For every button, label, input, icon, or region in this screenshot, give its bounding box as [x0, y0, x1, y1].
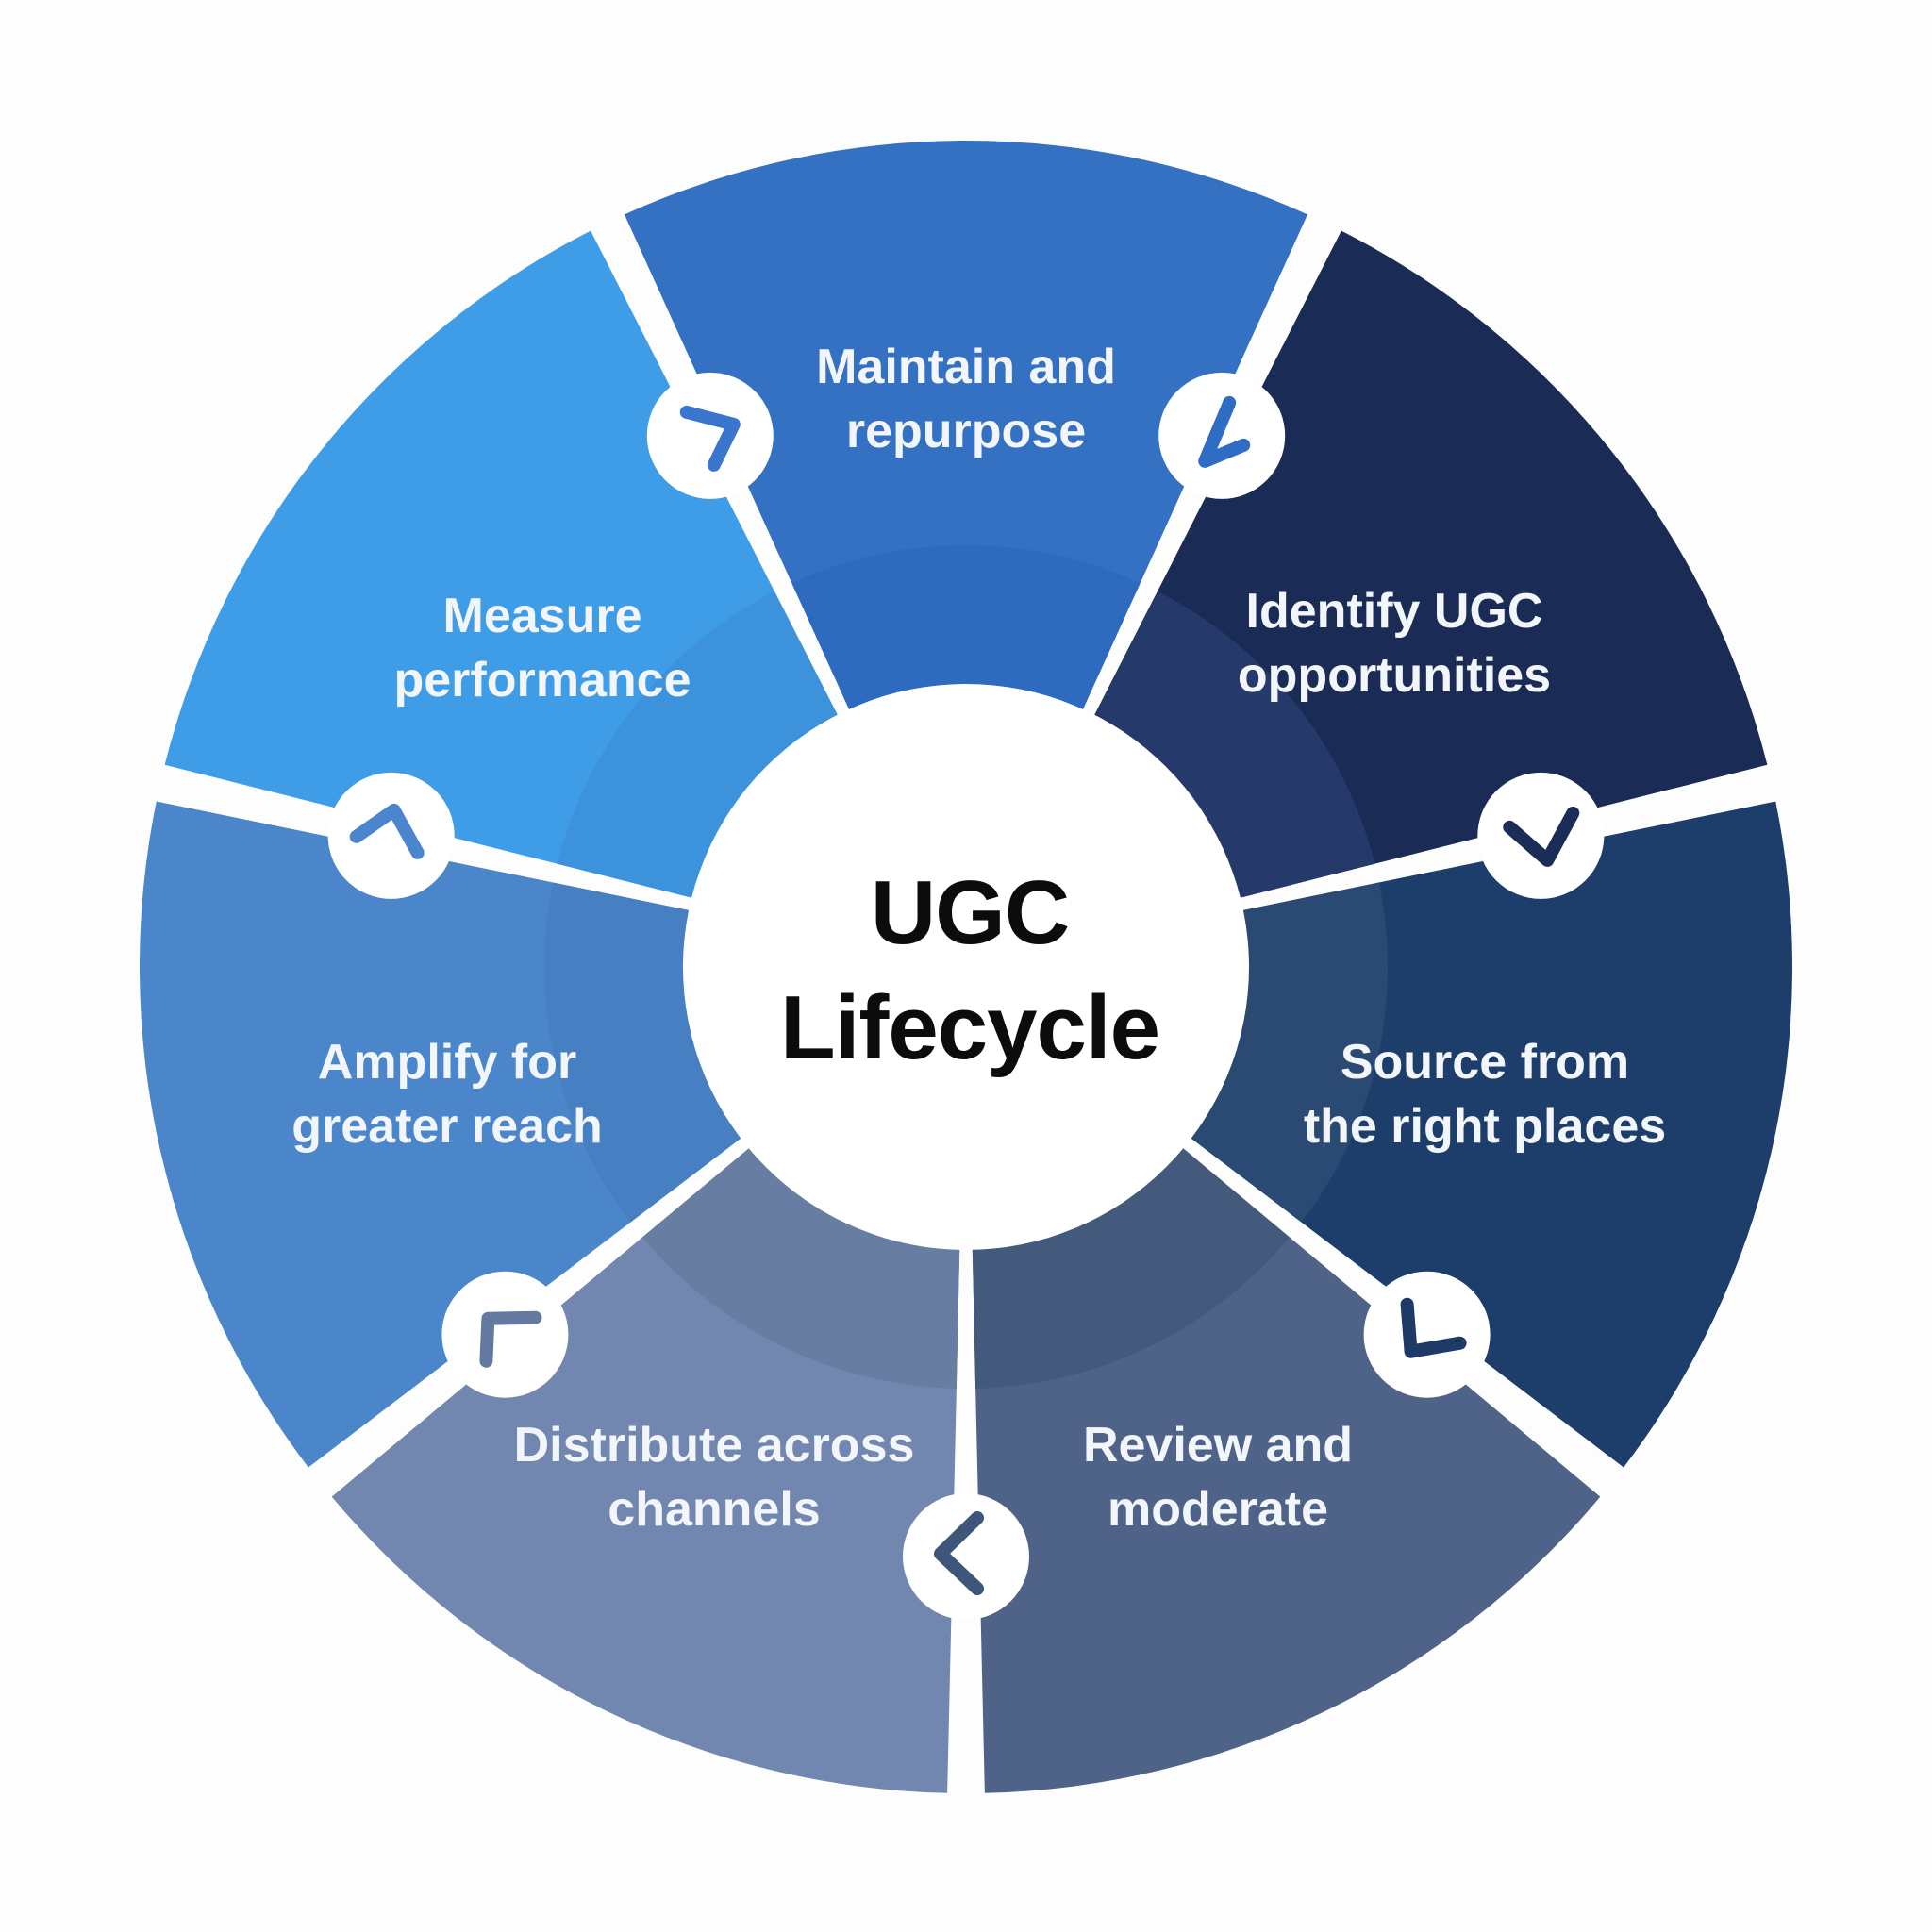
segment-maintain — [624, 141, 1308, 715]
segment-label-review: Review and — [1083, 1418, 1353, 1473]
segment-label-maintain: Maintain and — [816, 340, 1116, 394]
cycle-chevron-icon — [1503, 806, 1580, 867]
diagram-title-line: Lifecycle — [780, 977, 1159, 1078]
segment-label-distribute: channels — [608, 1482, 820, 1537]
segment-label-source: the right places — [1304, 1099, 1666, 1154]
segment-inner-shade-identify — [1091, 591, 1375, 900]
segment-label-amplify: greater reach — [291, 1099, 603, 1154]
segment-inner-shade-review — [972, 1144, 1291, 1389]
segment-label-source: Source from — [1341, 1035, 1629, 1090]
segment-label-distribute: Distribute across — [514, 1418, 915, 1473]
segment-inner-shade-amplify — [543, 882, 746, 1223]
cycle-chevron-icon — [349, 803, 425, 859]
connector-badge-measure-maintain — [646, 372, 774, 499]
segment-label-review: moderate — [1108, 1482, 1328, 1537]
segment-inner-shade-distribute — [641, 1144, 960, 1389]
cycle-chevron-icon — [1198, 395, 1251, 468]
diagram-title-line: UGC — [871, 862, 1069, 963]
segment-label-measure: performance — [394, 653, 691, 708]
segment-inner-shade-measure — [557, 591, 841, 900]
connector-badge-distribute-amplify — [441, 1271, 569, 1398]
connector-badge-amplify-measure — [327, 772, 455, 899]
segment-inner-shade-source — [1186, 882, 1389, 1223]
segment-label-measure: Measure — [443, 589, 642, 643]
connector-badge-identify-source — [1477, 772, 1605, 899]
connector-badge-review-distribute — [903, 1493, 1029, 1620]
cycle-chevron-icon — [479, 1310, 542, 1368]
segment-label-amplify: Amplify for — [318, 1035, 576, 1090]
segment-inner-shade-maintain — [791, 544, 1141, 715]
segment-label-identify: opportunities — [1238, 648, 1551, 703]
cycle-chevron-icon — [934, 1511, 984, 1595]
connector-badge-source-review — [1363, 1271, 1491, 1398]
segment-label-identify: Identify UGC — [1246, 584, 1543, 639]
center-circle — [683, 684, 1249, 1250]
cycle-chevron-icon — [1400, 1297, 1467, 1358]
segment-label-maintain: repurpose — [846, 404, 1086, 458]
cycle-chevron-icon — [679, 405, 741, 472]
